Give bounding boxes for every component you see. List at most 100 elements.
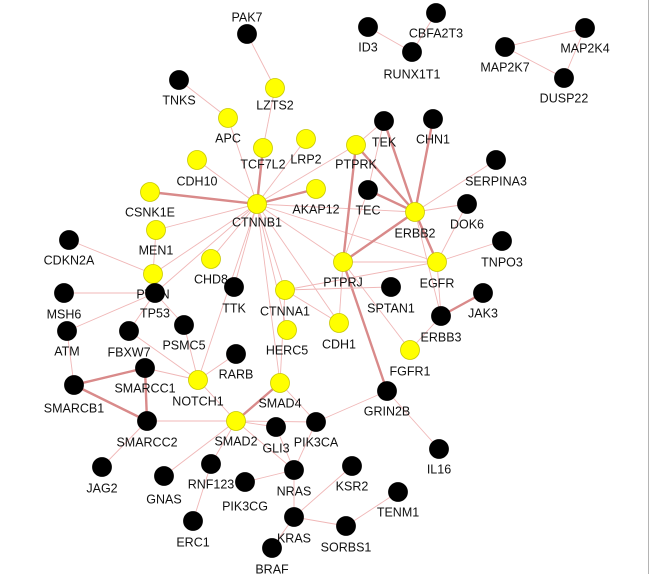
node-circle[interactable]: [554, 68, 574, 88]
node-apc[interactable]: APC: [215, 108, 241, 146]
node-tnpo3[interactable]: TNPO3: [481, 231, 523, 270]
node-lzts2[interactable]: LZTS2: [256, 78, 294, 113]
node-atm[interactable]: ATM: [54, 321, 80, 359]
node-cdkn2a[interactable]: CDKN2A: [44, 230, 95, 268]
node-tenm1[interactable]: TENM1: [377, 482, 419, 520]
node-smad2[interactable]: SMAD2: [214, 411, 258, 449]
node-circle[interactable]: [405, 202, 425, 222]
node-circle[interactable]: [457, 194, 477, 214]
node-circle[interactable]: [358, 17, 378, 37]
node-cdh1[interactable]: CDH1: [322, 313, 356, 352]
node-tnks[interactable]: TNKS: [162, 70, 196, 108]
node-akap12[interactable]: AKAP12: [292, 179, 340, 217]
node-circle[interactable]: [329, 313, 349, 333]
node-circle[interactable]: [270, 373, 290, 393]
node-circle[interactable]: [306, 179, 326, 199]
node-tp53[interactable]: TP53: [140, 283, 170, 321]
node-circle[interactable]: [201, 454, 221, 474]
node-ctnnb1[interactable]: CTNNB1: [232, 194, 282, 230]
node-circle[interactable]: [226, 344, 246, 364]
node-jag2[interactable]: JAG2: [86, 457, 118, 496]
node-jak3[interactable]: JAK3: [468, 283, 498, 321]
node-circle[interactable]: [135, 358, 155, 378]
node-sorbs1[interactable]: SORBS1: [321, 516, 372, 555]
node-rarb[interactable]: RARB: [219, 344, 254, 382]
node-circle[interactable]: [266, 417, 286, 437]
node-gnas[interactable]: GNAS: [146, 466, 182, 507]
node-circle[interactable]: [201, 249, 221, 269]
node-gli3[interactable]: GLI3: [262, 417, 290, 456]
node-rnf123[interactable]: RNF123: [188, 454, 235, 492]
node-csnk1e[interactable]: CSNK1E: [125, 182, 175, 220]
node-serpina3[interactable]: SERPINA3: [465, 150, 527, 189]
node-circle[interactable]: [575, 18, 595, 38]
node-notch1[interactable]: NOTCH1: [172, 370, 224, 409]
node-circle[interactable]: [265, 78, 285, 98]
node-dusp22[interactable]: DUSP22: [540, 68, 589, 106]
node-circle[interactable]: [473, 283, 493, 303]
node-pik3ca[interactable]: PIK3CA: [294, 412, 339, 450]
node-circle[interactable]: [59, 230, 79, 250]
node-circle[interactable]: [262, 538, 282, 558]
node-circle[interactable]: [423, 109, 443, 129]
node-map2k7[interactable]: MAP2K7: [480, 37, 530, 75]
node-circle[interactable]: [188, 370, 208, 390]
node-fbxw7[interactable]: FBXW7: [107, 321, 151, 360]
node-circle[interactable]: [183, 511, 203, 531]
node-circle[interactable]: [187, 150, 207, 170]
node-circle[interactable]: [427, 252, 447, 272]
node-circle[interactable]: [358, 180, 378, 200]
node-circle[interactable]: [119, 321, 139, 341]
node-circle[interactable]: [400, 340, 420, 360]
node-circle[interactable]: [54, 283, 74, 303]
node-circle[interactable]: [374, 111, 394, 131]
node-circle[interactable]: [296, 129, 316, 149]
node-circle[interactable]: [224, 277, 244, 297]
node-circle[interactable]: [426, 3, 446, 23]
node-circle[interactable]: [137, 411, 157, 431]
node-grin2b[interactable]: GRIN2B: [364, 381, 411, 419]
node-map2k4[interactable]: MAP2K4: [560, 18, 610, 56]
node-runx1t1[interactable]: RUNX1T1: [384, 42, 441, 82]
node-circle[interactable]: [342, 456, 362, 476]
node-circle[interactable]: [431, 306, 451, 326]
node-cdh10[interactable]: CDH10: [177, 150, 218, 189]
node-ttk[interactable]: TTK: [222, 277, 246, 316]
node-circle[interactable]: [429, 439, 449, 459]
node-msh6[interactable]: MSH6: [47, 283, 82, 322]
node-tcf7l2[interactable]: TCF7L2: [240, 138, 286, 172]
node-tec[interactable]: TEC: [356, 180, 381, 218]
node-id3[interactable]: ID3: [358, 17, 378, 55]
node-smad4[interactable]: SMAD4: [258, 373, 302, 411]
node-lrp2[interactable]: LRP2: [290, 129, 322, 167]
node-ksr2[interactable]: KSR2: [336, 456, 369, 494]
node-circle[interactable]: [247, 194, 267, 214]
node-circle[interactable]: [495, 37, 515, 57]
node-circle[interactable]: [146, 220, 166, 240]
node-ptprj[interactable]: PTPRJ: [323, 252, 363, 290]
node-herc5[interactable]: HERC5: [266, 320, 308, 358]
node-circle[interactable]: [64, 375, 84, 395]
node-circle[interactable]: [145, 283, 165, 303]
node-circle[interactable]: [57, 321, 77, 341]
node-cbfa2t3[interactable]: CBFA2T3: [409, 3, 463, 41]
node-circle[interactable]: [336, 516, 356, 536]
node-pak7[interactable]: PAK7: [231, 10, 263, 44]
node-circle[interactable]: [333, 252, 353, 272]
node-circle[interactable]: [388, 482, 408, 502]
node-circle[interactable]: [92, 457, 112, 477]
node-sptan1[interactable]: SPTAN1: [367, 277, 415, 316]
node-circle[interactable]: [381, 277, 401, 297]
node-smarcb1[interactable]: SMARCB1: [44, 375, 104, 416]
node-erc1[interactable]: ERC1: [176, 511, 210, 550]
node-circle[interactable]: [218, 108, 238, 128]
node-erbb2[interactable]: ERBB2: [395, 202, 436, 241]
node-psmc5[interactable]: PSMC5: [162, 315, 206, 353]
node-circle[interactable]: [284, 460, 304, 480]
node-circle[interactable]: [154, 466, 174, 486]
node-circle[interactable]: [140, 182, 160, 202]
node-circle[interactable]: [226, 411, 246, 431]
node-circle[interactable]: [169, 70, 189, 90]
node-circle[interactable]: [275, 280, 295, 300]
node-smarcc2[interactable]: SMARCC2: [116, 411, 178, 450]
